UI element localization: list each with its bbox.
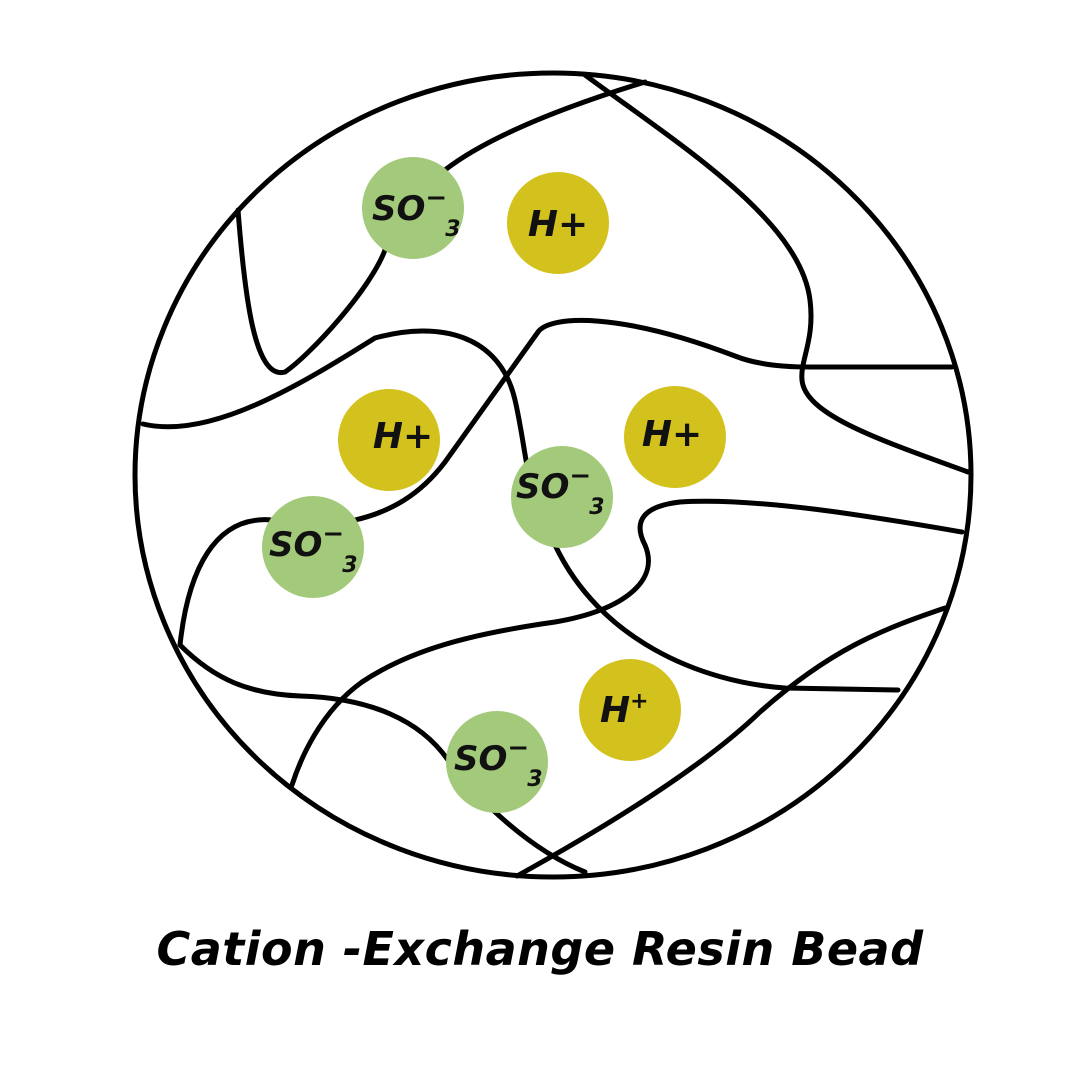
so3-subscript: 3	[527, 767, 542, 792]
polymer-chain	[289, 498, 965, 788]
so3-charge: −	[322, 519, 344, 549]
polymer-chain	[514, 605, 948, 879]
sulfonate-bead	[362, 157, 464, 259]
svg-text:SO−3: SO− 3	[372, 183, 461, 242]
h-sup-label: H	[600, 690, 630, 731]
so3-label: SO	[269, 525, 322, 565]
svg-text:SO−3: SO− 3	[516, 461, 605, 520]
so3-label: SO	[516, 467, 569, 507]
polymer-chain	[140, 328, 533, 483]
hydrogen-ion: H+	[624, 386, 726, 488]
hydrogen-ion: H+	[338, 389, 440, 491]
sulfonate-bead	[446, 711, 548, 813]
hydrogen-bead	[507, 172, 609, 274]
polymer-chain	[177, 517, 588, 875]
h-sup-mark: +	[630, 689, 648, 714]
so3-charge: −	[425, 183, 447, 213]
so3-subscript: 3	[589, 495, 604, 520]
polymer-chain	[235, 207, 388, 375]
so3-charge: −	[507, 733, 529, 763]
so3-label: SO	[372, 189, 425, 229]
polymer-network	[140, 72, 971, 879]
hydrogen-bead	[579, 659, 681, 761]
hydrogen-bead	[338, 389, 440, 491]
polymer-chain	[442, 79, 648, 173]
so3-subscript: 3	[342, 553, 357, 578]
sulfonate-group: SO− 3	[262, 496, 364, 598]
sulfonate-bead	[511, 446, 613, 548]
polymer-chain	[552, 542, 901, 693]
h-plus-label: H+	[528, 204, 588, 245]
h-plus-label: H+	[373, 416, 433, 457]
resin-bead-outline	[132, 70, 974, 880]
hydrogen-ion: H+	[507, 172, 609, 274]
svg-text:SO−3: SO− 3	[269, 519, 358, 578]
svg-text:SO−3: SO− 3	[454, 733, 543, 792]
hydrogen-ion: H+	[579, 659, 681, 761]
sulfonate-bead	[262, 496, 364, 598]
polymer-chain	[352, 317, 955, 523]
sulfonate-group: SO− 3	[511, 446, 613, 548]
h-plus-label: H+	[642, 414, 702, 455]
so3-charge: −	[569, 461, 591, 491]
so3-label: SO	[454, 739, 507, 779]
polymer-chain	[582, 72, 971, 475]
sulfonate-group: SO− 3	[446, 711, 548, 813]
sulfonate-group: SO− 3	[362, 157, 464, 259]
diagram-caption: Cation -Exchange Resin Bead	[156, 922, 924, 976]
so3-subscript: 3	[445, 217, 460, 242]
hydrogen-bead	[624, 386, 726, 488]
svg-text:H+: H+	[600, 689, 649, 731]
